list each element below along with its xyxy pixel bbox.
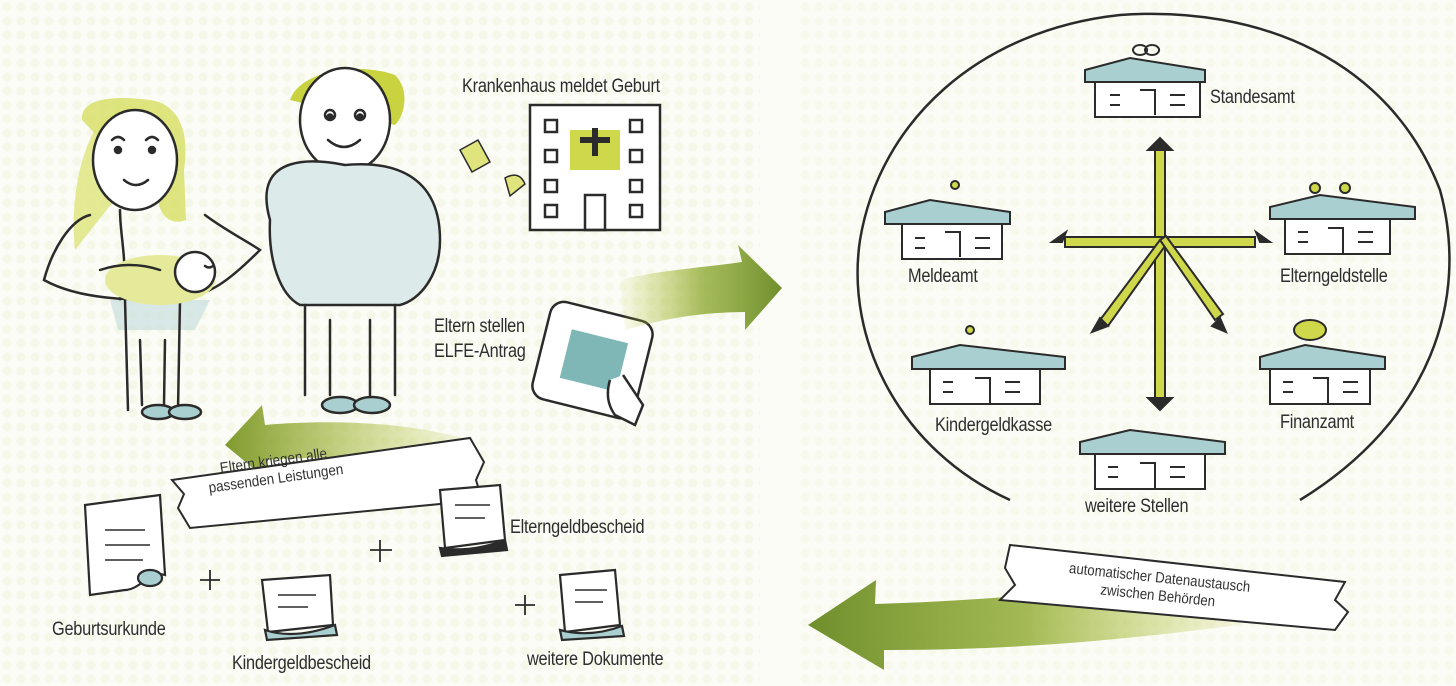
document-label-kindergeldbescheid: Kindergeldbescheid — [232, 653, 371, 674]
smartphone-icon — [531, 300, 654, 427]
meldeamt-building — [884, 180, 1011, 260]
banner-right — [997, 543, 1350, 632]
office-label-standesamt: Standesamt — [1210, 87, 1295, 108]
elterngeld-doc-icon — [438, 483, 509, 558]
kindergeld-doc-icon — [260, 573, 339, 642]
office-label-elterngeldstelle: Elterngeldstelle — [1280, 266, 1388, 287]
hospital-label: Krankenhaus meldet Geburt — [462, 76, 660, 97]
office-buildings — [884, 44, 1416, 490]
weitere-stellen-building — [1079, 428, 1226, 490]
father-figure — [265, 66, 442, 415]
authority-circle — [856, 12, 1451, 502]
app-label-line2: ELFE-Antrag — [434, 341, 526, 362]
document-label-geburtsurkunde: Geburtsurkunde — [52, 619, 166, 640]
document-label-elterngeldbescheid: Elterngeldbescheid — [510, 517, 645, 538]
certificate-doc-icon — [83, 493, 167, 597]
finanzamt-building — [1259, 319, 1386, 405]
elterngeldstelle-building — [1269, 182, 1416, 255]
office-label-kindergeldkasse: Kindergeldkasse — [935, 415, 1052, 436]
app-label-line1: Eltern stellen — [434, 316, 525, 337]
document-label-weitere-dokumente: weitere Dokumente — [527, 649, 664, 670]
office-label-weitere-stellen: weitere Stellen — [1085, 496, 1189, 517]
hospital-building — [528, 103, 662, 232]
document-icons — [83, 483, 626, 642]
office-label-meldeamt: Meldeamt — [908, 266, 978, 287]
further-docs-icon — [558, 568, 626, 642]
arrow-to-authorities — [620, 245, 782, 330]
exchange-arrows — [1048, 136, 1274, 412]
mother-figure — [42, 98, 262, 421]
plus-sign — [200, 540, 535, 615]
office-label-finanzamt: Finanzamt — [1280, 412, 1354, 433]
nurse-small-icon — [458, 138, 526, 198]
standesamt-building — [1084, 44, 1206, 118]
kindergeldkasse-building — [911, 325, 1066, 405]
